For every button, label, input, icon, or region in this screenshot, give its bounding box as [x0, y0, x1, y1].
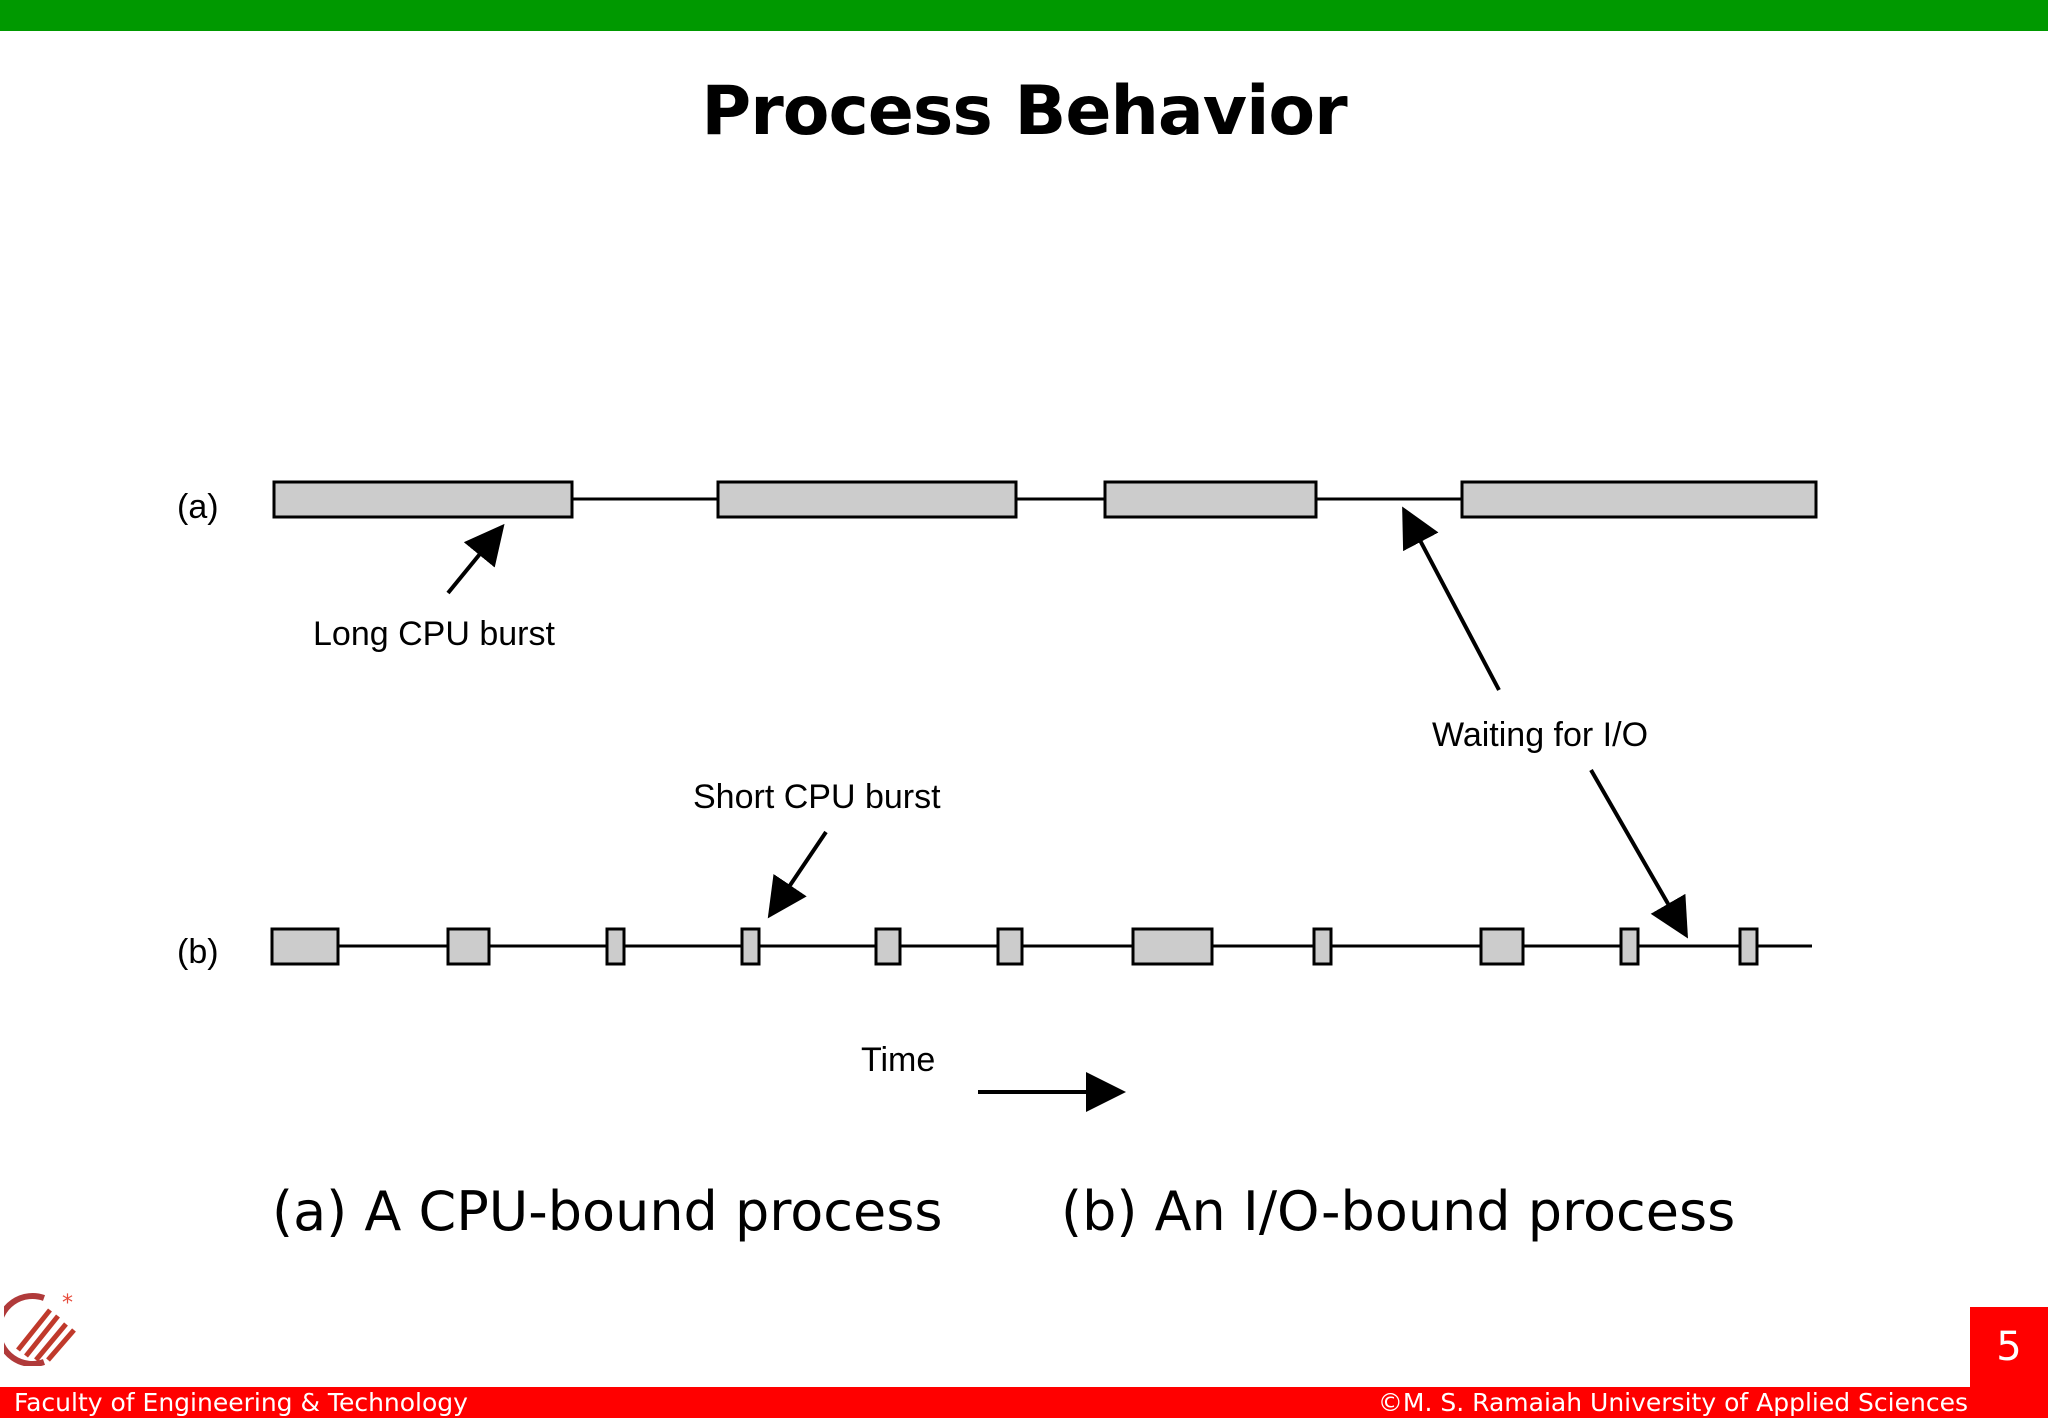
short-cpu-burst: [270, 927, 340, 966]
short-cpu-burst: [1312, 927, 1333, 966]
page-number: 5: [1970, 1307, 2048, 1387]
long-cpu-burst: [272, 480, 574, 519]
short-cpu-burst: [1738, 927, 1759, 966]
long-burst-arrow: [446, 523, 505, 595]
row-b-label: (b): [177, 933, 219, 971]
short-cpu-burst: [1131, 927, 1214, 966]
top-green-bar: [0, 0, 2048, 31]
long-cpu-burst: [716, 480, 1018, 519]
short-burst-label: Short CPU burst: [693, 778, 941, 816]
slide-title: Process Behavior: [701, 72, 1347, 151]
short-cpu-burst: [996, 927, 1024, 966]
waiting-arrow-up: [1402, 506, 1501, 691]
long-cpu-burst: [1460, 480, 1818, 519]
short-cpu-burst: [1619, 927, 1640, 966]
caption-cpu-bound: (a) A CPU-bound process: [272, 1180, 943, 1243]
time-label: Time: [861, 1041, 935, 1079]
short-cpu-burst: [874, 927, 902, 966]
short-burst-arrow: [767, 830, 828, 919]
footer-faculty: Faculty of Engineering & Technology: [14, 1388, 468, 1417]
footer-copyright: ©M. S. Ramaiah University of Applied Sci…: [1377, 1388, 1968, 1417]
short-cpu-burst: [605, 927, 626, 966]
short-cpu-burst: [740, 927, 761, 966]
svg-text:*: *: [62, 1291, 73, 1316]
long-burst-label: Long CPU burst: [313, 615, 555, 653]
footer-bar: Faculty of Engineering & Technology ©M. …: [0, 1387, 2048, 1418]
caption-io-bound: (b) An I/O-bound process: [1061, 1180, 1736, 1243]
waiting-label: Waiting for I/O: [1432, 716, 1648, 754]
row-a-label: (a): [177, 488, 219, 526]
short-cpu-burst: [446, 927, 491, 966]
long-cpu-burst: [1103, 480, 1318, 519]
university-logo-icon: *: [4, 1291, 76, 1366]
waiting-arrow-down: [1589, 769, 1688, 939]
short-cpu-burst: [1479, 927, 1525, 966]
